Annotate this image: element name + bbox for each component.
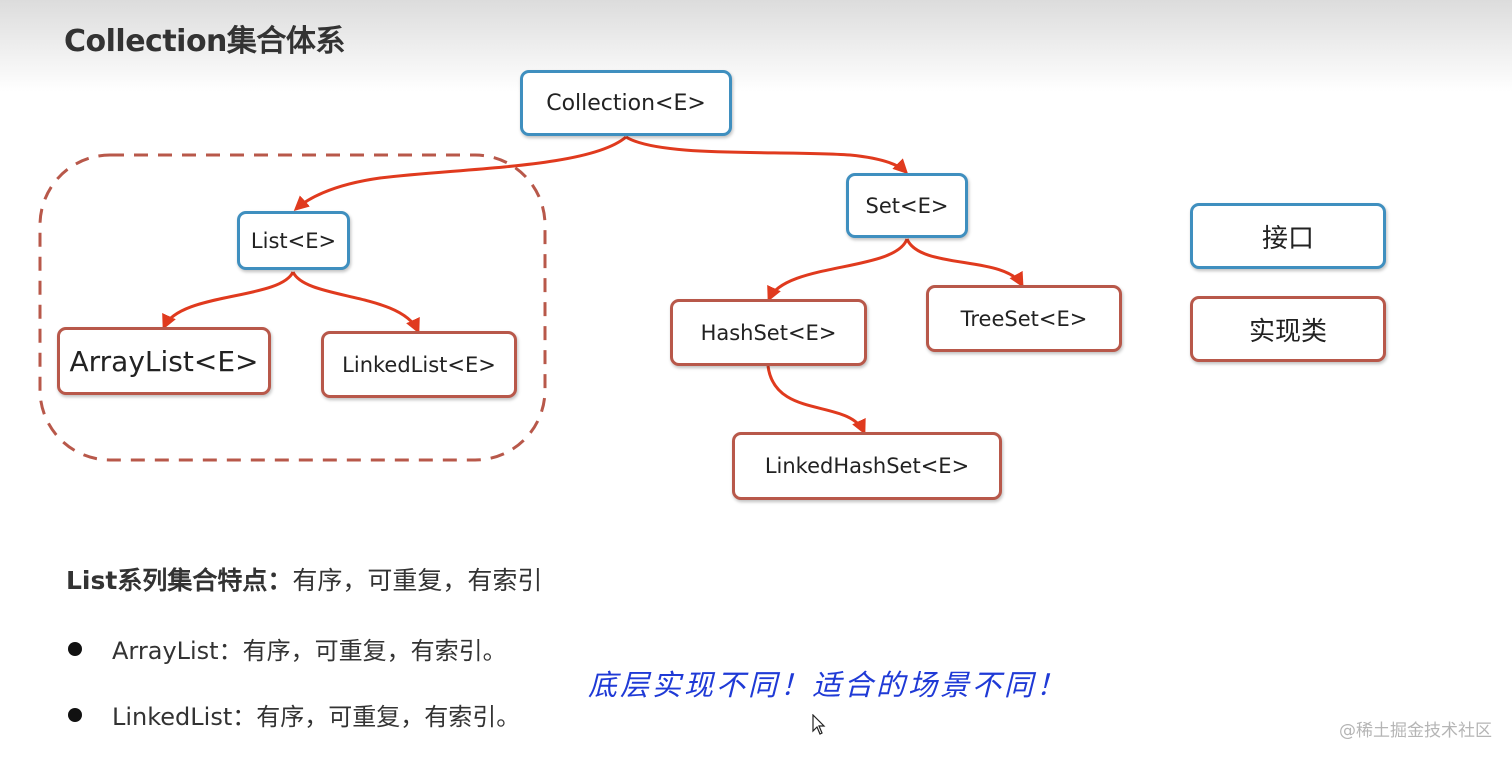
arrow-collection-to-set bbox=[625, 135, 909, 175]
arrow-list-to-arraylist bbox=[162, 271, 295, 330]
mouse-cursor-icon bbox=[812, 714, 826, 735]
legend-interface: 接口 bbox=[1190, 203, 1386, 269]
list-group-dashed-outline bbox=[38, 153, 547, 462]
handwritten-annotation: 底层实现不同！适合的场景不同！ bbox=[588, 668, 1069, 702]
list-features-heading-label: List系列集合特点： bbox=[66, 566, 293, 595]
legend-impl-class: 实现类 bbox=[1190, 296, 1386, 362]
watermark: @稀土掘金技术社区 bbox=[1339, 721, 1492, 741]
node-treeset: TreeSet<E> bbox=[926, 285, 1122, 352]
bullet-dot-icon bbox=[68, 707, 82, 722]
bullet-dot-icon bbox=[68, 641, 82, 656]
node-linkedlist: LinkedList<E> bbox=[321, 331, 517, 398]
bullet-item-arraylist: ArrayList：有序，可重复，有索引。 bbox=[68, 631, 507, 666]
bullet-item-text: ArrayList：有序，可重复，有索引。 bbox=[112, 637, 507, 665]
node-set: Set<E> bbox=[846, 173, 968, 238]
bullet-item-text: LinkedList：有序，可重复，有索引。 bbox=[112, 703, 521, 731]
bullet-item-linkedlist: LinkedList：有序，可重复，有索引。 bbox=[68, 697, 520, 732]
node-list: List<E> bbox=[237, 211, 350, 270]
node-hashset-label: HashSet<E> bbox=[700, 320, 837, 345]
title-band bbox=[0, 0, 1512, 92]
node-treeset-label: TreeSet<E> bbox=[960, 306, 1088, 331]
node-linkedhashset-label: LinkedHashSet<E> bbox=[764, 454, 970, 478]
node-linkedlist-label: LinkedList<E> bbox=[342, 352, 496, 377]
node-collection-label: Collection<E> bbox=[546, 90, 706, 116]
list-features-heading: List系列集合特点：有序，可重复，有索引 bbox=[66, 561, 542, 597]
node-list-label: List<E> bbox=[250, 228, 337, 253]
arrow-list-to-linkedlist bbox=[291, 271, 420, 334]
arrow-collection-to-list bbox=[293, 135, 627, 212]
node-set-label: Set<E> bbox=[865, 193, 949, 218]
node-arraylist-label: ArrayList<E> bbox=[69, 344, 259, 378]
arrow-set-to-treeset bbox=[905, 238, 1024, 288]
list-features-heading-value: 有序，可重复，有索引 bbox=[292, 566, 543, 595]
node-linkedhashset: LinkedHashSet<E> bbox=[732, 432, 1002, 500]
arrow-hashset-to-linkedhashset bbox=[766, 365, 866, 435]
node-arraylist: ArrayList<E> bbox=[57, 327, 271, 395]
node-hashset: HashSet<E> bbox=[670, 299, 867, 366]
legend-impl-class-label: 实现类 bbox=[1248, 316, 1327, 347]
page-title: Collection集合体系 bbox=[64, 24, 345, 59]
arrow-set-to-hashset bbox=[767, 238, 909, 302]
legend-interface-label: 接口 bbox=[1261, 223, 1314, 254]
node-collection: Collection<E> bbox=[520, 70, 732, 136]
